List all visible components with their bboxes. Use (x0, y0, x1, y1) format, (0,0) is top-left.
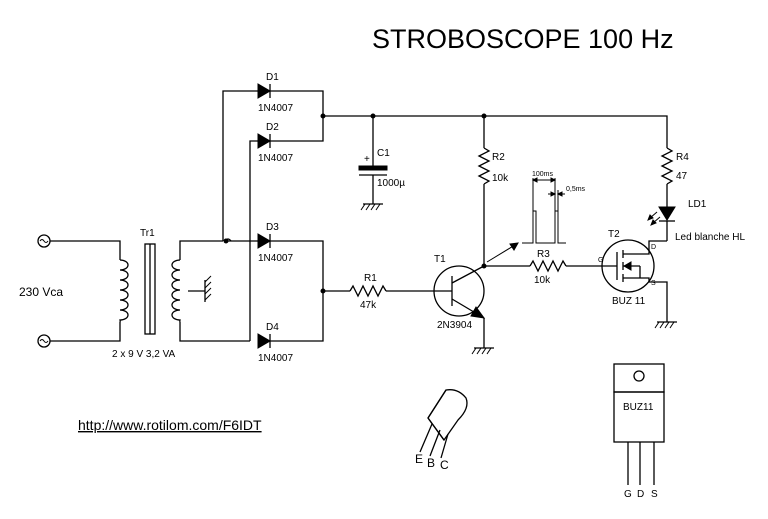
ac-source-symbol (37, 334, 51, 348)
transistor-pin-e: E (415, 452, 423, 466)
resistor-r1-ref: R1 (364, 273, 377, 284)
diode-d3 (257, 233, 271, 249)
diode-d2 (257, 133, 271, 149)
resistor-r4-value: 47 (676, 171, 688, 182)
package-pin-d: D (637, 489, 644, 500)
resistor-r3 (529, 259, 567, 273)
resistor-r2 (477, 147, 491, 185)
ground-symbol (360, 203, 383, 211)
diode-d2-ref: D2 (266, 122, 279, 133)
ac-source-symbol (37, 234, 51, 248)
diode-d3-value: 1N4007 (258, 253, 293, 264)
capacitor-c1 (358, 165, 388, 176)
resistor-r1-value: 47k (360, 300, 377, 311)
diode-d4-value: 1N4007 (258, 353, 293, 364)
pulse-period-label: 100ms (532, 171, 554, 178)
mosfet-t2-value: BUZ 11 (612, 296, 646, 307)
schematic-title: STROBOSCOPE 100 Hz (372, 24, 674, 54)
capacitor-polarity: + (364, 154, 370, 165)
pulse-waveform (522, 177, 566, 244)
transformer-ref: Tr1 (140, 228, 155, 239)
diode-d2-value: 1N4007 (258, 153, 293, 164)
ground-symbol (654, 321, 677, 329)
diode-d3-ref: D3 (266, 222, 279, 233)
transformer-tr1 (119, 243, 181, 335)
to220-package-drawing (613, 363, 665, 485)
probe-arrow (486, 242, 519, 263)
mosfet-drain-pin: D (651, 244, 656, 251)
resistor-r4-ref: R4 (676, 152, 689, 163)
capacitor-ref: C1 (377, 148, 390, 159)
pulse-width-label: 0,5ms (566, 186, 586, 193)
mosfet-t2-ref: T2 (608, 229, 620, 240)
chassis-ground-symbol (204, 275, 212, 302)
transistor-pin-b: B (427, 456, 435, 470)
mosfet-gate-pin: G (598, 257, 603, 264)
diode-d1-value: 1N4007 (258, 103, 293, 114)
led-ld1 (647, 206, 676, 226)
resistor-r2-ref: R2 (492, 152, 505, 163)
diode-d4-ref: D4 (266, 322, 279, 333)
diode-d1 (257, 83, 271, 99)
mosfet-source-pin: S (651, 280, 656, 287)
package-label: BUZ11 (623, 402, 654, 413)
transistor-pin-c: C (440, 458, 449, 472)
diode-d1-ref: D1 (266, 72, 279, 83)
capacitor-value: 1000µ (377, 178, 405, 189)
mosfet-t2 (598, 239, 655, 293)
transistor-t1-ref: T1 (434, 254, 446, 265)
diode-d4 (257, 333, 271, 349)
website-link[interactable]: http://www.rotilom.com/F6IDT (78, 417, 262, 433)
mains-voltage-label: 230 Vca (19, 285, 63, 299)
led-ref: LD1 (688, 199, 707, 210)
package-pin-s: S (651, 489, 658, 500)
resistor-r3-value: 10k (534, 275, 551, 286)
package-pin-g: G (624, 489, 632, 500)
resistor-r4 (660, 147, 674, 185)
transistor-t1-value: 2N3904 (437, 320, 472, 331)
resistor-r1 (349, 284, 387, 298)
led-value: Led blanche HL (675, 232, 745, 243)
transistor-t1 (433, 265, 486, 319)
ground-symbol (471, 347, 494, 355)
resistor-r3-ref: R3 (537, 249, 550, 260)
to92-package-drawing (419, 389, 468, 459)
transformer-spec: 2 x 9 V 3,2 VA (112, 349, 176, 360)
resistor-r2-value: 10k (492, 173, 509, 184)
